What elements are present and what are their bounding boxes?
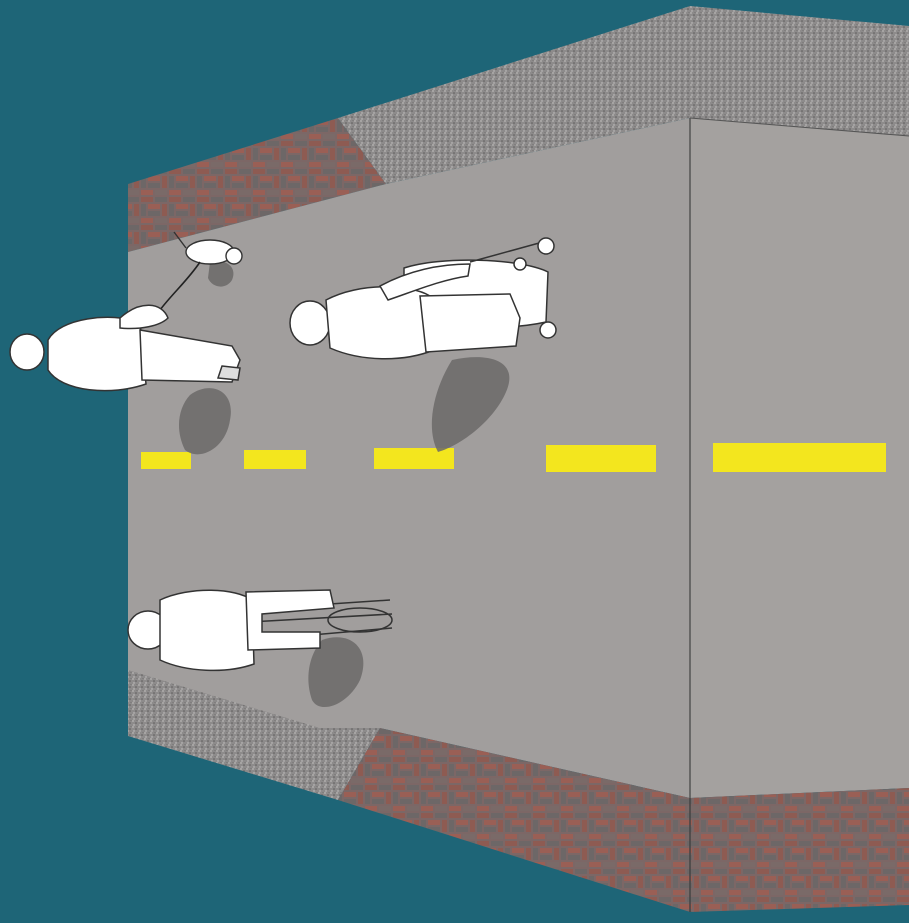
center-dash-2 [244,450,306,469]
dog-on-leash [159,231,243,311]
yellow-dashed-center-line [141,443,886,472]
stroller-shadow [431,357,510,452]
cyclist-legs [245,589,335,651]
dog-head [225,247,243,265]
pedestrian-arm [119,304,169,330]
center-dash-1 [141,452,191,469]
stroller-person-head [289,300,331,346]
brick-edge-top-right [338,118,690,184]
stroller-wheel-1 [537,237,555,255]
cyclist-shadow [308,637,364,708]
pedestrian-torso [47,316,147,392]
center-dash-5 [713,443,886,472]
pedestrian-shadow [178,388,231,455]
pedestrian-shoe [216,365,241,381]
stroller-wheel-2 [539,321,557,339]
cyclist [127,589,393,672]
pedestrian-head [9,333,45,371]
stroller-wheel-3 [513,257,527,271]
dog-shadow [208,260,234,287]
figure-shadows [178,260,510,708]
stroller-handle [469,239,551,263]
cyclist-torso [159,589,255,672]
person-with-stroller [289,263,521,360]
granite-shoulder-top [338,6,909,136]
granite-shoulder-bottom [128,670,380,800]
dog-tail [173,231,187,249]
bicycle-wheel [327,607,393,633]
stroller-person-legs [419,293,521,353]
block-top-edge [689,117,909,137]
pedestrian-walking-dog [9,304,241,392]
center-dash-4 [546,445,656,472]
center-dash-3 [374,448,454,469]
stroller-person-arm [378,263,471,301]
brick-edge-bottom [338,728,909,912]
stroller-person-torso [325,286,435,360]
brick-edge-top [128,118,386,252]
dog-leash [159,261,201,311]
